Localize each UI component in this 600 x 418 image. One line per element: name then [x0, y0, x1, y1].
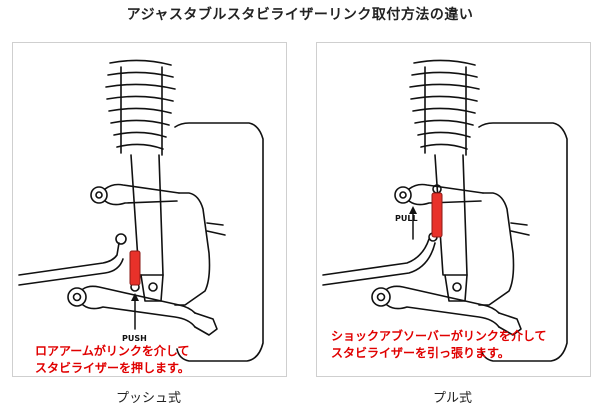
push-arrow-label: PUSH: [122, 334, 147, 343]
tire-outline: [478, 122, 568, 362]
stabilizer-link-red: [431, 192, 443, 238]
push-suspension-illustration: PUSH: [18, 59, 264, 362]
push-caption: ロアアームがリンクを介して スタビライザーを押します。: [35, 343, 190, 376]
stabilizer-link-red: [129, 250, 141, 286]
push-arrow-head: [131, 293, 139, 301]
pull-arrow-head: [409, 206, 417, 214]
pull-suspension-illustration: PULL: [322, 59, 568, 362]
page-title: アジャスタブルスタビライザーリンク取付方法の違い: [126, 7, 474, 23]
push-diagram-panel: PUSH ロアアームがリンクを介して スタビライザーを押します。: [12, 42, 287, 377]
pull-caption-line2: スタビライザーを引っ張ります。: [331, 346, 510, 360]
coil-spring: [409, 59, 480, 156]
shock-body: [130, 154, 164, 276]
push-caption-line2: スタビライザーを押します。: [35, 361, 190, 375]
pull-caption-line1: ショックアブソーバーがリンクを介して: [331, 329, 547, 343]
coil-spring: [105, 59, 176, 156]
pull-diagram-panel: PULL ショックアブソーバーがリンクを介して スタビライザーを引っ張ります。: [316, 42, 591, 377]
pull-type-label: プル式: [432, 391, 472, 406]
tire-outline: [174, 122, 264, 362]
push-caption-line1: ロアアームがリンクを介して: [35, 344, 190, 358]
push-type-label: プッシュ式: [115, 391, 181, 406]
pull-caption: ショックアブソーバーがリンクを介して スタビライザーを引っ張ります。: [331, 328, 547, 362]
pull-arrow-label: PULL: [395, 214, 418, 223]
